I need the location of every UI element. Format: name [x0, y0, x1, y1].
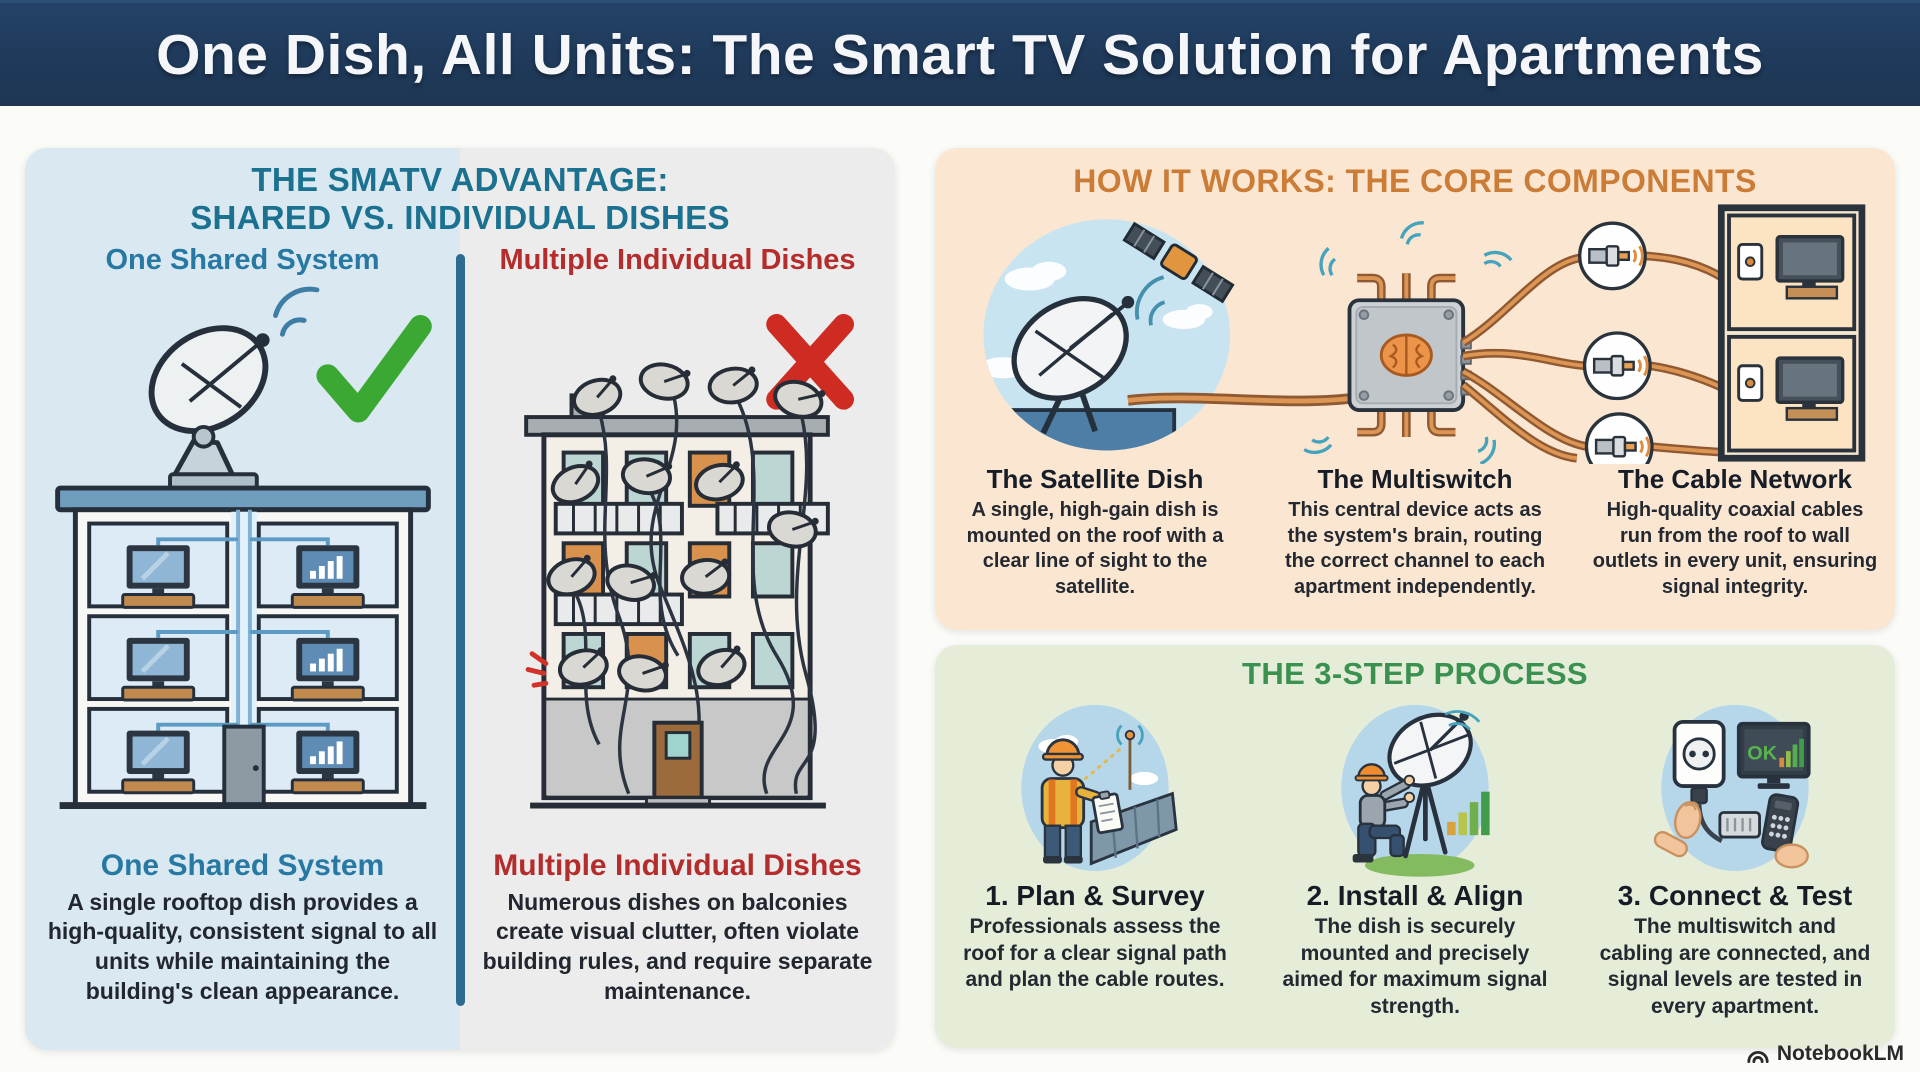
- step-title: 1. Plan & Survey: [985, 880, 1205, 911]
- component-description: High-quality coaxial cables run from the…: [1592, 499, 1878, 598]
- step-description: The multiswitch and cabling are connecte…: [1599, 915, 1871, 1018]
- individual-dishes-bottom-title: Multiple Individual Dishes: [493, 848, 862, 882]
- shared-system-column: One Shared System: [25, 238, 460, 1008]
- plan-survey-icon: [1021, 704, 1178, 872]
- cluttered-building-illustration: [523, 313, 854, 809]
- component-title: The Multiswitch: [1317, 464, 1513, 494]
- hand-icon: [1674, 801, 1702, 839]
- install-align-icon: [1341, 704, 1490, 877]
- component-item-satellite-dish: The Satellite Dish A single, high-gain d…: [935, 464, 1255, 600]
- remote-icon: [1761, 793, 1800, 853]
- individual-dishes-column: Multiple Individual Dishes: [460, 238, 895, 1008]
- signal-bars-icon: [1447, 791, 1490, 836]
- comparison-heading-line1: THE SMATV ADVANTAGE:: [251, 161, 669, 198]
- technician-figure: [1040, 738, 1124, 864]
- comparison-panel: THE SMATV ADVANTAGE: SHARED VS. INDIVIDU…: [25, 148, 895, 1050]
- process-panel: THE 3-STEP PROCESS: [935, 645, 1895, 1048]
- signal-bars-icon: [1779, 738, 1804, 768]
- shared-system-description: A single rooftop dish provides a high-qu…: [47, 888, 438, 1005]
- component-title: The Satellite Dish: [986, 464, 1204, 494]
- cable-network-icon: [1460, 204, 1866, 464]
- step-title: 2. Install & Align: [1306, 880, 1524, 911]
- brain-icon: [1379, 333, 1433, 377]
- components-panel: HOW IT WORKS: THE CORE COMPONENTS: [935, 148, 1895, 630]
- component-title: The Cable Network: [1617, 464, 1853, 494]
- rooftop-dish-icon: [148, 324, 270, 490]
- comparison-heading-line2: SHARED VS. INDIVIDUAL DISHES: [190, 199, 730, 237]
- process-step-1: 1. Plan & Survey Professionals assess th…: [935, 696, 1255, 1021]
- comparison-heading: THE SMATV ADVANTAGE: SHARED VS. INDIVIDU…: [25, 148, 895, 238]
- apartment-room: [1727, 334, 1857, 453]
- process-step-2: 2. Install & Align The dish is securely …: [1255, 696, 1575, 1021]
- components-heading: HOW IT WORKS: THE CORE COMPONENTS: [1073, 163, 1757, 199]
- step-title: 3. Connect & Test: [1617, 880, 1853, 911]
- connect-test-icon: OK: [1653, 704, 1811, 872]
- ok-indicator: OK: [1747, 743, 1777, 765]
- brand-label: NotebookLM: [1776, 1042, 1904, 1065]
- satellite-dish-icon: [983, 219, 1235, 451]
- multiswitch-icon: [1347, 273, 1472, 438]
- shared-building-illustration: [54, 286, 432, 809]
- signal-waves-icon: [272, 286, 319, 337]
- brand-watermark: NotebookLM: [1745, 1041, 1904, 1067]
- satellite-icon: [1122, 221, 1235, 304]
- component-description: This central device acts as the system's…: [1284, 499, 1546, 598]
- apartment-units: [86, 521, 399, 792]
- notebooklm-logo-icon: [1747, 1050, 1769, 1063]
- component-description: A single, high-gain dish is mounted on t…: [966, 499, 1224, 598]
- shared-system-title: One Shared System: [105, 243, 380, 276]
- component-item-multiswitch: The Multiswitch This central device acts…: [1255, 464, 1575, 600]
- hand-icon: [1774, 843, 1809, 869]
- components-illustration: [983, 204, 1866, 464]
- individual-dishes-description: Numerous dishes on balconies create visu…: [482, 888, 873, 1005]
- header-banner: One Dish, All Units: The Smart TV Soluti…: [0, 0, 1920, 106]
- process-heading: THE 3-STEP PROCESS: [1242, 656, 1588, 691]
- step-description: The dish is securely mounted and precise…: [1282, 915, 1548, 1018]
- column-divider: [456, 254, 465, 1006]
- apartment-room: [1727, 213, 1857, 332]
- step-description: Professionals assess the roof for a clea…: [963, 915, 1227, 992]
- process-step-3: OK: [1575, 696, 1895, 1021]
- technician-figure: [1352, 763, 1416, 863]
- shared-system-bottom-title: One Shared System: [100, 848, 385, 882]
- page-title: One Dish, All Units: The Smart TV Soluti…: [156, 22, 1764, 87]
- individual-dishes-title: Multiple Individual Dishes: [499, 243, 856, 276]
- alert-marks-icon: [525, 650, 548, 688]
- component-item-cable-network: The Cable Network High-quality coaxial c…: [1575, 464, 1895, 600]
- checkmark-icon: [315, 314, 432, 423]
